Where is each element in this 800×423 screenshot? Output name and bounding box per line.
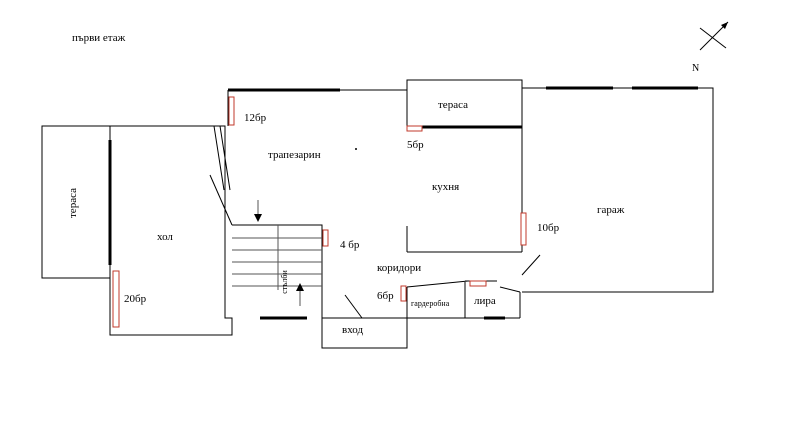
room-kitchen: кухня: [406, 127, 523, 253]
hall-label: хол: [157, 231, 173, 243]
room-terrace-left: тераса: [41, 125, 111, 279]
stairs-label: стълби: [280, 270, 289, 294]
room-garage: гараж: [522, 86, 714, 293]
radiator-66-label: 6бр: [377, 290, 394, 302]
terrace-top-label: тераса: [438, 99, 468, 111]
dot-mark: [355, 148, 357, 150]
floor-title: първи етаж: [72, 32, 126, 44]
kitchen-label: кухня: [432, 181, 459, 193]
room-wardrobe: гардеробна: [406, 280, 520, 319]
entrance-label: вход: [342, 324, 363, 336]
lira-label: лира: [474, 295, 496, 307]
room-dining: трапезарин: [227, 88, 407, 161]
dining-label: трапезарин: [268, 149, 321, 161]
radiator-46: 4 бр: [322, 229, 360, 251]
radiator-lira: [469, 280, 487, 287]
compass-north-label: N: [692, 63, 699, 74]
compass-icon: N: [692, 21, 729, 74]
radiator-206-label: 20бр: [124, 293, 147, 305]
radiator-56-label: 5бр: [407, 139, 424, 151]
room-entrance: вход: [322, 294, 407, 336]
radiator-56: 5бр: [406, 125, 424, 151]
room-hall: хол: [108, 125, 233, 336]
corridor-label: коридори: [377, 262, 421, 274]
room-terrace-top: тераса: [406, 79, 523, 129]
radiator-106: 10бр: [520, 212, 560, 246]
garage-label: гараж: [597, 204, 625, 216]
wardrobe-label: гардеробна: [411, 299, 450, 308]
radiator-66: 6бр: [377, 285, 407, 302]
radiator-106-label: 10бр: [537, 222, 560, 234]
radiator-126-label: 12бр: [244, 112, 267, 124]
radiator-46-label: 4 бр: [340, 239, 360, 251]
terrace-left-label: тераса: [67, 188, 79, 218]
radiator-206: 20бр: [112, 270, 147, 328]
stairs: стълби: [232, 200, 408, 349]
radiator-126: 12бр: [228, 96, 267, 126]
